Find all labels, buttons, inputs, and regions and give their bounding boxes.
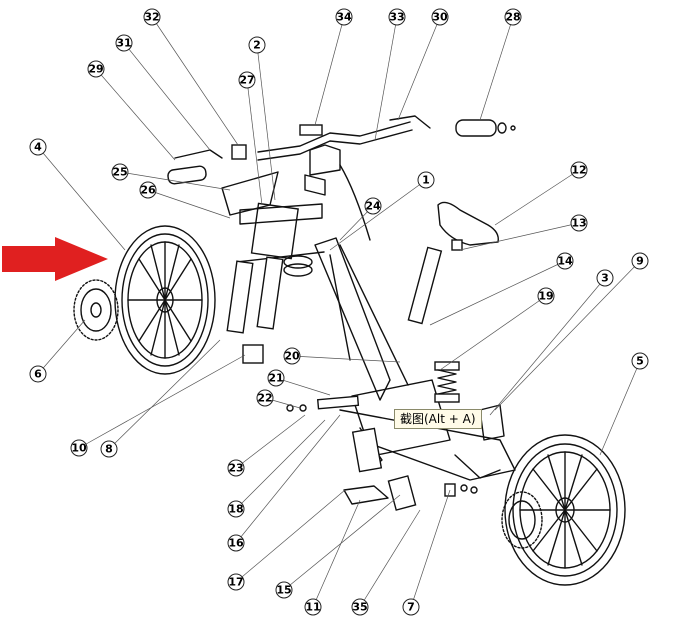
svg-text:33: 33 — [389, 11, 404, 24]
seat — [437, 201, 499, 251]
svg-text:28: 28 — [505, 11, 520, 24]
callout-11: 11 — [304, 598, 322, 616]
callout-12: 12 — [570, 161, 588, 179]
svg-text:13: 13 — [571, 217, 586, 230]
svg-text:1: 1 — [422, 174, 430, 187]
svg-text:34: 34 — [336, 11, 352, 24]
red-arrow-icon — [2, 237, 108, 281]
callout-19: 19 — [537, 287, 555, 305]
svg-text:6: 6 — [34, 368, 42, 381]
svg-text:15: 15 — [276, 584, 291, 597]
callout-31: 31 — [115, 34, 133, 52]
callout-10: 10 — [70, 439, 88, 457]
callout-29: 29 — [87, 60, 105, 78]
svg-text:18: 18 — [228, 503, 243, 516]
callout-33: 33 — [388, 8, 406, 26]
svg-text:10: 10 — [71, 442, 87, 455]
svg-text:2: 2 — [253, 39, 261, 52]
svg-text:11: 11 — [305, 601, 320, 614]
svg-text:21: 21 — [268, 372, 283, 385]
rear-wheel — [504, 434, 626, 586]
callout-23: 23 — [227, 459, 245, 477]
callout-14: 14 — [556, 252, 574, 270]
svg-text:35: 35 — [352, 601, 367, 614]
svg-text:26: 26 — [140, 184, 156, 197]
screenshot-tooltip: 截图(Alt + A) — [394, 409, 482, 429]
callout-32: 32 — [143, 8, 161, 26]
svg-text:19: 19 — [538, 290, 553, 303]
svg-text:25: 25 — [112, 166, 127, 179]
svg-text:20: 20 — [284, 350, 300, 363]
svg-text:24: 24 — [365, 200, 381, 213]
front-wheel — [114, 225, 216, 375]
svg-text:32: 32 — [144, 11, 159, 24]
callout-26: 26 — [139, 181, 157, 199]
callout-27: 27 — [238, 71, 256, 89]
grip — [455, 119, 516, 137]
svg-text:16: 16 — [228, 537, 244, 550]
svg-text:5: 5 — [636, 355, 644, 368]
callout-24: 24 — [364, 197, 382, 215]
seatpost — [407, 246, 443, 325]
svg-text:17: 17 — [228, 576, 243, 589]
callout-7: 7 — [402, 598, 420, 616]
handlebar — [167, 115, 431, 185]
front-bracket — [221, 171, 279, 216]
callout-4: 4 — [29, 138, 47, 156]
callout-20: 20 — [283, 347, 301, 365]
rear-brake-disc — [501, 491, 543, 549]
rear-shock — [434, 361, 460, 403]
callout-28: 28 — [504, 8, 522, 26]
callout-1: 1 — [417, 171, 435, 189]
callout-25: 25 — [111, 163, 129, 181]
svg-text:3: 3 — [601, 272, 609, 285]
svg-text:12: 12 — [571, 164, 586, 177]
callout-8: 8 — [100, 440, 118, 458]
callout-35: 35 — [351, 598, 369, 616]
callout-21: 21 — [267, 369, 285, 387]
stem-clamp — [299, 124, 341, 196]
leader-lines — [37, 16, 641, 608]
callout-15: 15 — [275, 581, 293, 599]
svg-text:31: 31 — [116, 37, 131, 50]
callout-16: 16 — [227, 534, 245, 552]
callout-34: 34 — [335, 8, 353, 26]
callout-13: 13 — [570, 214, 588, 232]
callout-9: 9 — [631, 252, 649, 270]
front-fork — [226, 202, 325, 334]
svg-text:4: 4 — [34, 141, 42, 154]
main-frame — [314, 237, 516, 481]
svg-text:22: 22 — [257, 392, 272, 405]
front-brake-disc — [73, 279, 119, 341]
svg-text:9: 9 — [636, 255, 644, 268]
svg-text:30: 30 — [432, 11, 448, 24]
callout-6: 6 — [29, 365, 47, 383]
small-parts — [242, 164, 505, 511]
svg-text:8: 8 — [105, 443, 113, 456]
callout-2: 2 — [248, 36, 266, 54]
svg-text:27: 27 — [239, 74, 254, 87]
callout-17: 17 — [227, 573, 245, 591]
callout-3: 3 — [596, 269, 614, 287]
svg-text:7: 7 — [407, 601, 415, 614]
callout-22: 22 — [256, 389, 274, 407]
svg-text:29: 29 — [88, 63, 103, 76]
callout-18: 18 — [227, 500, 245, 518]
callout-30: 30 — [431, 8, 449, 26]
svg-text:23: 23 — [228, 462, 243, 475]
callout-5: 5 — [631, 352, 649, 370]
svg-text:14: 14 — [557, 255, 573, 268]
